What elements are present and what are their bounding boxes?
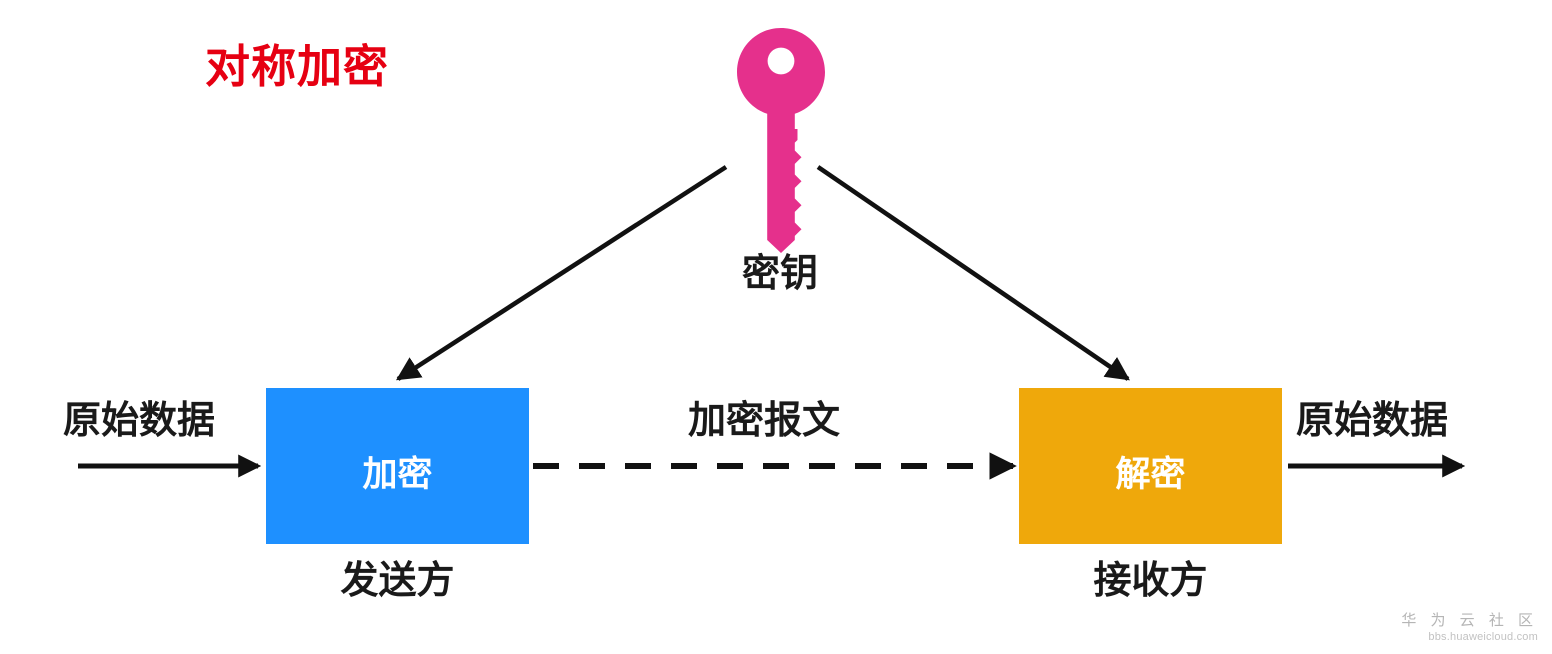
page-title: 对称加密 [205,41,390,92]
ciphertext-label: 加密报文 [688,400,841,442]
node-decrypt-label: 解密 [1115,454,1186,494]
sender-label: 发送方 [340,560,455,602]
watermark: 华 为 云 社 区 bbs.huaweicloud.com [1401,612,1538,644]
input-data-label: 原始数据 [63,400,216,442]
key-label: 密钥 [741,253,818,295]
watermark-url: bbs.huaweicloud.com [1428,631,1538,644]
node-decrypt[interactable]: 解密 [1019,388,1282,544]
output-data-label: 原始数据 [1296,400,1449,442]
arrow-key-to-decrypt [816,165,1130,381]
node-encrypt[interactable]: 加密 [266,388,529,544]
node-encrypt-label: 加密 [362,454,433,494]
key-icon [737,28,825,253]
watermark-brand: 华 为 云 社 区 [1401,612,1538,630]
receiver-label: 接收方 [1093,560,1208,602]
arrow-key-to-encrypt [395,165,728,381]
